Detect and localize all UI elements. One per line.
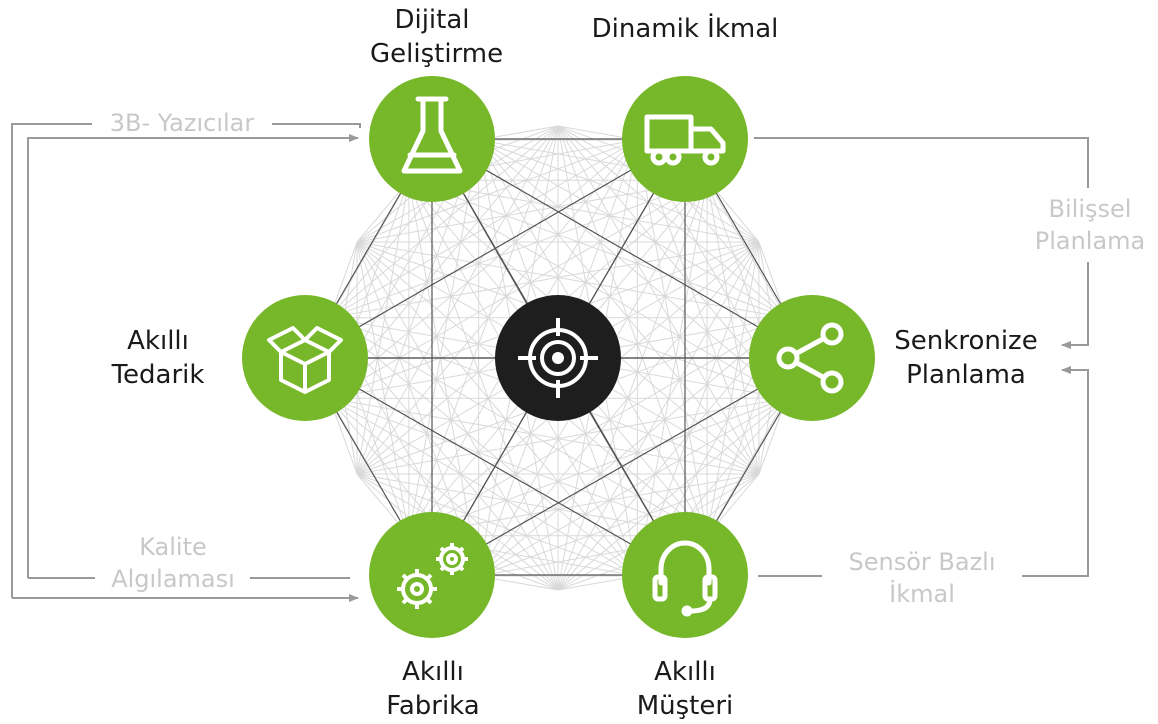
node-musteri[interactable] [622, 512, 748, 638]
label-senkronize-line2: Planlama [906, 360, 1026, 390]
node-dijital[interactable] [369, 76, 495, 202]
label-fabrika: Akıllı Fabrika [378, 655, 488, 723]
node-tedarik[interactable] [242, 295, 368, 421]
label-dinamik-line1: Dinamik İkmal [591, 14, 779, 44]
mesh-line [356, 241, 787, 319]
flow-label-yazicilar-text: 3B- Yazıcılar [109, 109, 255, 137]
arrow-bilissel-top [754, 137, 1089, 188]
node-link-line [431, 357, 813, 576]
arrow-3b-yazicilar-into-dijital [272, 123, 361, 128]
mesh-line [329, 317, 638, 577]
label-dijital: Dijital Geliştirme [370, 3, 504, 71]
mesh-line [356, 179, 708, 243]
arrow-sensor-right [1022, 366, 1089, 577]
label-dijital-line2: Geliştirme [370, 39, 504, 69]
mesh-line [329, 397, 559, 591]
label-senkronize-line1: Senkronize [894, 326, 1038, 356]
flow-label-bilissel-line1: Bilişsel [1048, 195, 1132, 223]
headset-icon [652, 540, 718, 617]
arrow-3b-yazicilar-top [11, 123, 92, 598]
gears-icon [397, 543, 468, 609]
mesh-line [356, 241, 410, 536]
node-senkronize[interactable] [749, 295, 875, 421]
label-musteri: Akıllı Müşteri [630, 655, 740, 723]
mesh-line [408, 139, 480, 536]
mesh-line [557, 125, 787, 399]
flow-label-kalite-line1: Kalite [139, 533, 207, 561]
arrow-bilissel-down [1061, 262, 1089, 349]
mesh-line [478, 139, 760, 243]
mesh-line [356, 473, 638, 577]
flow-label-sensor-line1: Sensör Bazlı [848, 548, 996, 576]
label-fabrika-line2: Fabrika [386, 691, 480, 721]
label-fabrika-line1: Akıllı [402, 657, 464, 687]
mesh-line [408, 180, 480, 577]
node-link-line [304, 357, 686, 576]
node-dinamik[interactable] [622, 76, 748, 202]
label-senkronize: Senkronize Planlama [888, 324, 1044, 392]
flow-arrows [11, 123, 1089, 602]
flow-label-sensor: Sensör Bazlı İkmal [822, 546, 1022, 610]
arrow-dijital-inner [27, 134, 359, 578]
label-dinamik: Dinamik İkmal [580, 12, 790, 46]
mesh-line [408, 179, 787, 319]
flask-icon [401, 96, 463, 174]
mesh-line [329, 397, 708, 537]
mesh-line [356, 139, 638, 475]
flow-label-bilissel-line2: Planlama [1034, 227, 1146, 255]
mesh-line [478, 139, 760, 475]
mesh-line [356, 180, 410, 475]
label-dijital-line1: Dijital [394, 5, 470, 35]
label-musteri-line1: Akıllı [654, 657, 716, 687]
flow-label-kalite: Kalite Algılaması [95, 531, 251, 595]
flow-label-kalite-line2: Algılaması [111, 565, 235, 593]
mesh-line [478, 397, 787, 577]
mesh-line [557, 125, 708, 536]
mesh-line [329, 397, 760, 475]
label-tedarik-line2: Tedarik [111, 360, 205, 390]
mesh-line [478, 241, 760, 577]
mesh-line [329, 180, 410, 318]
mesh-line [356, 397, 787, 475]
truck-icon [644, 114, 726, 166]
share-icon [776, 322, 844, 394]
mesh-line [329, 241, 760, 319]
label-tedarik-line1: Akıllı [127, 326, 189, 356]
mesh-line [557, 317, 787, 591]
label-musteri-line2: Müşteri [636, 691, 734, 721]
label-tedarik: Akıllı Tedarik [96, 324, 220, 392]
node-fabrika[interactable] [369, 512, 495, 638]
flow-label-bilissel: Bilişsel Planlama [1028, 193, 1152, 257]
flow-label-yazicilar: 3B- Yazıcılar [92, 107, 272, 139]
mesh-line [408, 180, 559, 591]
mesh-line [356, 241, 559, 591]
mesh-line [478, 139, 787, 399]
mesh-line [356, 241, 638, 577]
box-icon [267, 326, 343, 394]
flow-label-sensor-line2: İkmal [889, 580, 955, 608]
mesh-line [557, 180, 708, 591]
node-link-line [304, 138, 686, 359]
mesh-line [408, 125, 559, 536]
target-icon [518, 318, 598, 398]
center-node[interactable] [495, 295, 621, 421]
